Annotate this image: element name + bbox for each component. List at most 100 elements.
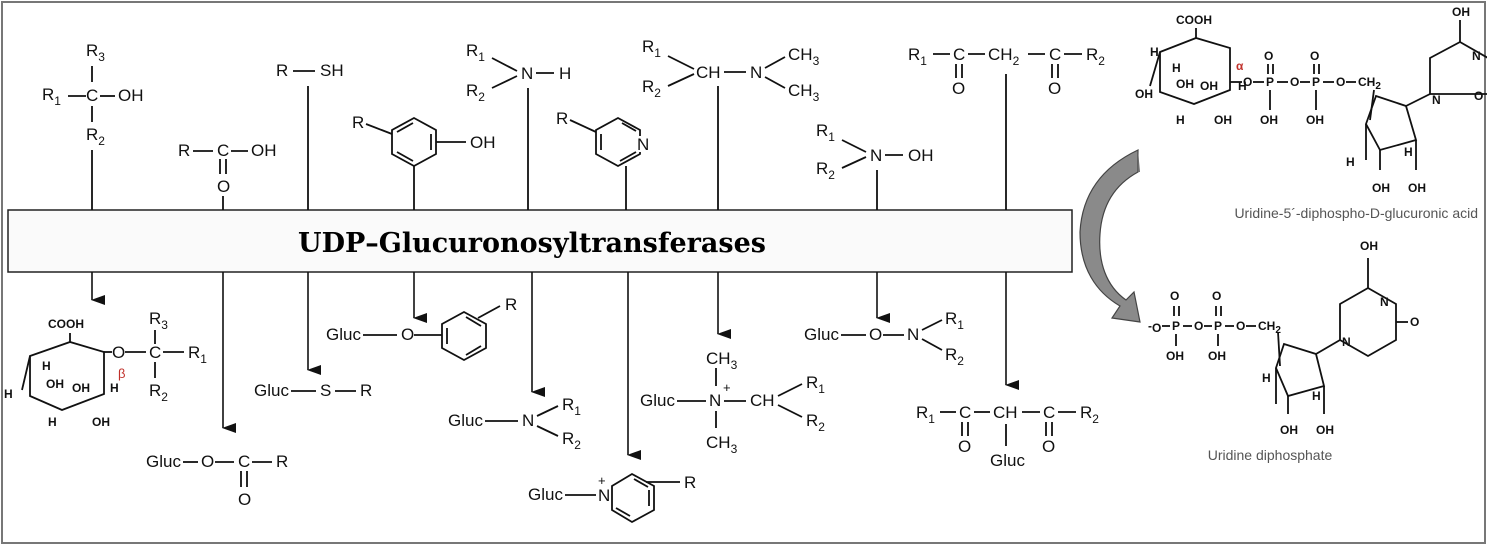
substrate-carboxylic-acid: R C OH O	[178, 141, 277, 210]
svg-text:Gluc: Gluc	[640, 391, 675, 410]
svg-text:OH: OH	[1260, 113, 1278, 127]
svg-text:OH: OH	[1452, 5, 1470, 19]
product-ester-glucuronide: Gluc O C R O	[146, 452, 288, 509]
svg-text:CH3: CH3	[706, 349, 738, 372]
svg-text:R1: R1	[816, 121, 835, 144]
svg-text:R1: R1	[806, 373, 825, 396]
svg-text:R: R	[360, 381, 372, 400]
svg-text:R2: R2	[466, 81, 485, 104]
svg-text:O: O	[1194, 319, 1203, 333]
udpga-structure: COOH H OH H OH OH H H OH α O P O OH O P …	[1135, 5, 1487, 195]
product-hydroxylamine-glucuronide: Gluc O N R1 R2	[804, 309, 964, 368]
svg-text:CH2: CH2	[1258, 319, 1281, 336]
svg-text:H: H	[1238, 79, 1247, 93]
svg-text:OH: OH	[1200, 79, 1218, 93]
svg-text:R1: R1	[562, 395, 581, 418]
svg-text:N: N	[522, 411, 534, 430]
svg-text:R1: R1	[42, 85, 61, 108]
product-ether-glucuronide: COOH H H OH OH H H OH β O C R3 R1 R2	[4, 309, 207, 429]
substrate-pyridine: R N	[556, 109, 652, 210]
svg-text:Gluc: Gluc	[448, 411, 483, 430]
svg-text:H: H	[4, 387, 13, 401]
svg-text:R2: R2	[806, 411, 825, 434]
svg-text:R2: R2	[945, 345, 964, 368]
svg-text:R2: R2	[816, 159, 835, 182]
svg-text:CH2: CH2	[1358, 75, 1381, 92]
svg-text:SH: SH	[320, 61, 344, 80]
svg-text:R: R	[684, 473, 696, 492]
svg-text:R1: R1	[916, 403, 935, 426]
udp-structure: - O P O OH O P O OH O CH2 H H OH OH N	[1148, 239, 1419, 437]
svg-text:P: P	[1312, 75, 1320, 89]
svg-text:H: H	[1312, 389, 1321, 403]
svg-text:O: O	[869, 325, 882, 344]
svg-text:P: P	[1172, 319, 1180, 333]
svg-text:O: O	[1290, 75, 1299, 89]
svg-text:R1: R1	[188, 343, 207, 366]
substrate-phenol: R OH	[352, 113, 496, 210]
svg-text:OH: OH	[1135, 87, 1153, 101]
substrate-alcohol: R3 R1 C OH R2	[42, 41, 144, 210]
svg-text:H: H	[1262, 371, 1271, 385]
substrate-amine: R1 R2 N H	[466, 41, 571, 210]
product-pyridinium-glucuronide: Gluc N + R	[528, 472, 696, 524]
reaction-arrows	[91, 272, 1019, 460]
svg-text:H: H	[1176, 113, 1185, 127]
svg-text:N: N	[870, 146, 882, 165]
svg-text:R3: R3	[86, 41, 105, 64]
svg-text:O: O	[1212, 289, 1221, 303]
svg-text:H: H	[48, 415, 57, 429]
svg-text:R2: R2	[1086, 45, 1105, 68]
svg-text:R1: R1	[908, 45, 927, 68]
svg-text:+: +	[723, 380, 731, 395]
svg-text:OH: OH	[251, 141, 277, 160]
svg-text:O: O	[958, 437, 971, 456]
svg-text:O: O	[1264, 49, 1273, 63]
svg-text:OH: OH	[1166, 349, 1184, 363]
svg-text:R: R	[276, 61, 288, 80]
svg-text:Gluc: Gluc	[326, 325, 361, 344]
svg-text:COOH: COOH	[1176, 13, 1212, 27]
svg-text:R1: R1	[945, 309, 964, 332]
svg-text:H: H	[110, 381, 119, 395]
svg-text:Gluc: Gluc	[990, 451, 1025, 470]
svg-text:S: S	[320, 381, 331, 400]
svg-text:Gluc: Gluc	[804, 325, 839, 344]
svg-text:O: O	[1152, 321, 1161, 335]
svg-text:H: H	[1150, 45, 1159, 59]
svg-text:OH: OH	[1280, 423, 1298, 437]
substrate-tertiary-amine: R1 R2 CH N CH3 CH3	[642, 37, 820, 210]
svg-text:N: N	[907, 325, 919, 344]
svg-text:R1: R1	[642, 37, 661, 60]
svg-text:OH: OH	[1214, 113, 1232, 127]
svg-text:O: O	[952, 79, 965, 98]
svg-text:OH: OH	[118, 86, 144, 105]
svg-text:N: N	[637, 135, 649, 154]
svg-text:R2: R2	[642, 77, 661, 100]
svg-text:O: O	[1048, 79, 1061, 98]
svg-text:O: O	[401, 325, 414, 344]
svg-text:O: O	[112, 343, 125, 362]
svg-text:OH: OH	[72, 381, 90, 395]
svg-text:H: H	[559, 64, 571, 83]
svg-text:N: N	[598, 486, 610, 505]
svg-text:C: C	[953, 45, 965, 64]
product-n-glucuronide: Gluc N R1 R2	[448, 395, 581, 452]
svg-text:CH3: CH3	[788, 45, 820, 68]
product-phenol-glucuronide: Gluc O R	[326, 295, 517, 362]
substrate-thiol: R SH	[276, 61, 344, 210]
svg-text:Gluc: Gluc	[146, 452, 181, 471]
svg-text:OH: OH	[1372, 181, 1390, 195]
svg-text:R: R	[276, 452, 288, 471]
svg-text:OH: OH	[1408, 181, 1426, 195]
svg-text:R: R	[352, 113, 364, 132]
svg-text:CH: CH	[993, 403, 1018, 422]
svg-text:C: C	[238, 452, 250, 471]
svg-text:R1: R1	[466, 41, 485, 64]
svg-text:C: C	[959, 403, 971, 422]
svg-text:O: O	[1336, 75, 1345, 89]
svg-text:O: O	[1236, 319, 1245, 333]
svg-text:H: H	[1404, 145, 1413, 159]
svg-text:N: N	[709, 391, 721, 410]
svg-text:N: N	[521, 64, 533, 83]
